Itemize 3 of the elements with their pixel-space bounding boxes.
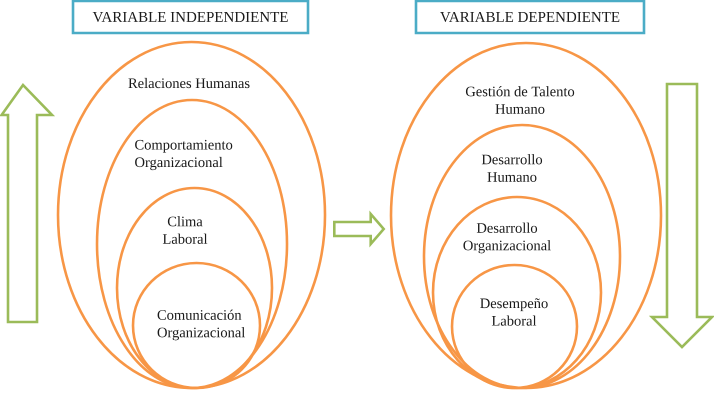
block-arrow [333,210,386,248]
title-box: VARIABLE DEPENDIENTE [414,0,646,34]
title-box: VARIABLE INDEPENDIENTE [72,0,310,34]
